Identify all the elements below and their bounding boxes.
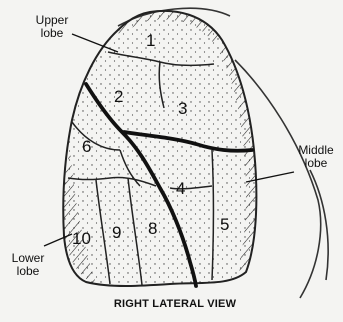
upper-lobe-label: Upper lobe [28, 14, 76, 40]
segment-label-2: 2 [114, 87, 123, 106]
middle-lobe-label: Middle lobe [290, 144, 342, 170]
segment-label-1: 1 [146, 31, 155, 50]
segment-label-10: 10 [72, 229, 91, 248]
middle-lobe-label-line2: lobe [290, 157, 342, 170]
segment-label-3: 3 [178, 99, 187, 118]
lower-lobe-label-line2: lobe [6, 265, 50, 278]
segment-label-5: 5 [220, 215, 229, 234]
lower-lobe-label: Lower lobe [6, 252, 50, 278]
segment-label-4: 4 [176, 179, 185, 198]
segment-label-9: 9 [112, 223, 121, 242]
segment-label-8: 8 [148, 219, 157, 238]
view-caption: RIGHT LATERAL VIEW [75, 298, 275, 310]
upper-lobe-label-line2: lobe [28, 27, 76, 40]
segment-label-6: 6 [82, 137, 91, 156]
